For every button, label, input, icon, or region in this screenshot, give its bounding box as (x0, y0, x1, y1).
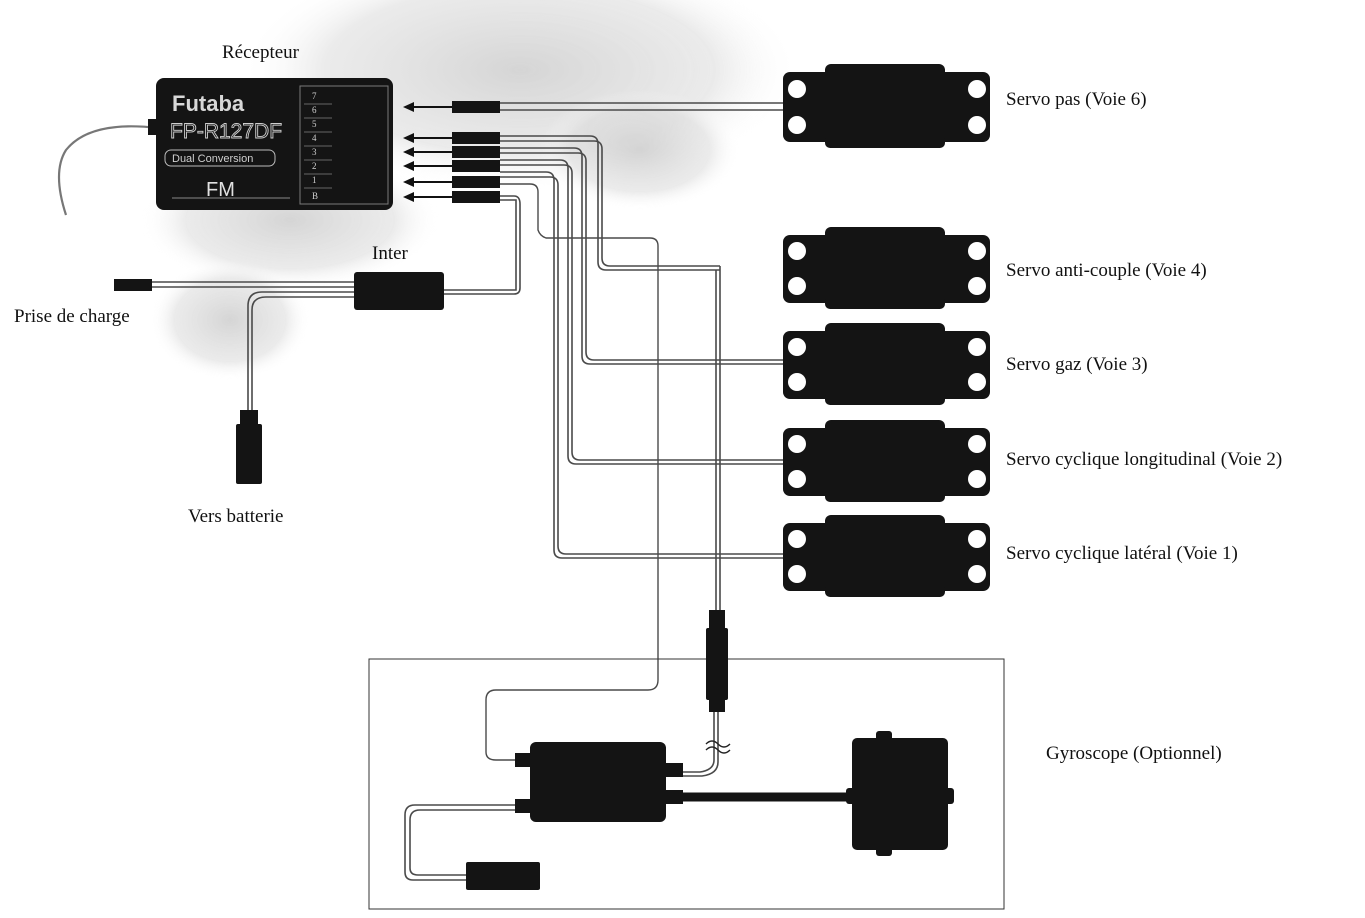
channel-mark: 7 (312, 91, 317, 101)
receiver-channel-marks: 7 6 5 4 3 2 1 B (312, 91, 318, 201)
servo-label: Servo pas (Voie 6) (1006, 89, 1147, 110)
switch (354, 272, 444, 310)
receiver-conversion: Dual Conversion (172, 153, 253, 165)
channel-mark: 4 (312, 133, 317, 143)
receiver-modulation: FM (206, 179, 235, 201)
arrow-icon (403, 102, 455, 112)
gyro-inline-connector (706, 610, 728, 712)
servo (783, 515, 990, 597)
receiver-model: FP-R127DF (170, 120, 282, 143)
gyro-box (368, 658, 1005, 910)
receiver-label: Récepteur (222, 42, 300, 63)
wire-break-mark (705, 740, 731, 754)
gyro-label: Gyroscope (Optionnel) (1046, 743, 1222, 764)
channel-mark: 1 (312, 175, 317, 185)
receiver: Futaba FP-R127DF Dual Conversion FM 7 6 … (148, 78, 393, 210)
gyro-sensor (846, 731, 954, 856)
receiver-brand: Futaba (172, 91, 245, 116)
arrow-icon (403, 192, 455, 202)
servo-label: Servo gaz (Voie 3) (1006, 354, 1148, 375)
channel-mark: 3 (312, 147, 317, 157)
channel-mark: 2 (312, 161, 317, 171)
arrow-icon (403, 133, 455, 143)
battery-connector (236, 410, 262, 484)
channel-mark: B (312, 191, 318, 201)
switch-label: Inter (372, 243, 409, 264)
charge-plug (114, 279, 152, 291)
servo (783, 64, 990, 148)
servo-label: Servo cyclique latéral (Voie 1) (1006, 543, 1238, 564)
servo (783, 227, 990, 309)
arrow-icon (403, 161, 455, 171)
charge-label: Prise de charge (14, 306, 130, 327)
servo-label: Servo cyclique longitudinal (Voie 2) (1006, 449, 1282, 470)
battery-label: Vers batterie (188, 506, 283, 527)
arrow-icon (403, 147, 455, 157)
channel-mark: 6 (312, 105, 317, 115)
arrow-icon (403, 177, 455, 187)
gyro-amplifier (515, 742, 683, 822)
receiver-connectors (403, 101, 500, 203)
channel-mark: 5 (312, 119, 317, 129)
wires (57, 102, 785, 881)
servo (783, 420, 990, 502)
gyro-plug (466, 862, 540, 890)
servo-label: Servo anti-couple (Voie 4) (1006, 260, 1207, 281)
servo (783, 323, 990, 405)
